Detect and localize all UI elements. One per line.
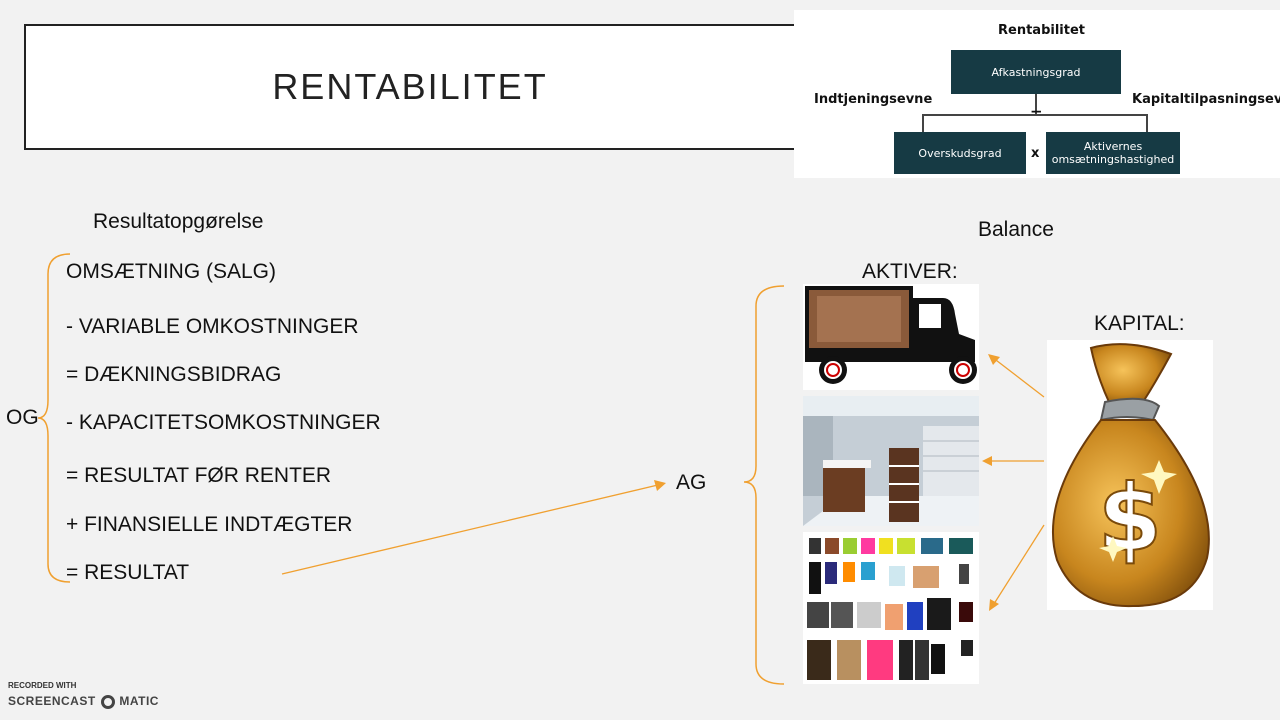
og-label: OG — [6, 406, 39, 429]
assets-label: AKTIVER: — [862, 260, 958, 283]
balance-heading: Balance — [978, 218, 1054, 241]
diagram-connector — [922, 114, 924, 134]
money-bag-icon: $ — [1051, 343, 1210, 608]
income-line: = DÆKNINGSBIDRAG — [66, 363, 282, 386]
watermark-brand: SCREENCAST MATIC — [8, 694, 159, 709]
truck-image — [803, 284, 979, 390]
watermark-recorded-with: RECORDED WITH — [8, 681, 77, 690]
slide-title: RENTABILITET — [272, 66, 548, 107]
diagram-left-label: Indtjeningsevne — [814, 92, 933, 107]
money-bag-image: $ — [1047, 340, 1213, 610]
diagram-right-box: Aktivernes omsætningshastighed — [1046, 132, 1180, 174]
svg-text:$: $ — [1098, 465, 1162, 572]
diagram-right-box-line2: omsætningshastighed — [1051, 153, 1175, 166]
diagram-right-label: Kapitaltilpasningsevne — [1132, 92, 1280, 107]
diagram-connector — [1146, 114, 1148, 134]
income-line: + FINANSIELLE INDTÆGTER — [66, 513, 353, 536]
income-line: - VARIABLE OMKOSTNINGER — [66, 315, 359, 338]
diagram-connector — [1035, 94, 1037, 114]
clothing-icon — [807, 538, 973, 680]
diagram-equals: = — [1030, 104, 1043, 122]
title-box: RENTABILITET — [24, 24, 796, 150]
diagram-times: x — [1031, 146, 1040, 161]
result-to-ag-arrow — [281, 480, 666, 575]
clothing-image — [803, 532, 979, 684]
income-line: = RESULTAT — [66, 561, 190, 584]
diagram-center-box: Afkastningsgrad — [951, 50, 1121, 94]
assets-brace — [743, 285, 785, 685]
store-interior-image — [803, 396, 979, 526]
watermark-logo-icon — [100, 694, 115, 709]
rentabilitet-diagram: Rentabilitet Afkastningsgrad Indtjenings… — [794, 10, 1280, 178]
diagram-right-box-line1: Aktivernes — [1083, 140, 1143, 153]
income-statement-brace — [37, 253, 71, 583]
truck-icon — [805, 286, 977, 384]
diagram-top-label: Rentabilitet — [998, 23, 1085, 38]
income-line: OMSÆTNING (SALG) — [66, 260, 277, 283]
income-line: = RESULTAT FØR RENTER — [66, 464, 332, 487]
watermark-brand-left: SCREENCAST — [8, 694, 96, 708]
diagram-connector — [922, 114, 1148, 116]
capital-arrows — [982, 354, 1045, 611]
income-statement-heading: Resultatopgørelse — [93, 210, 264, 233]
store-icon — [803, 396, 979, 526]
income-line: - KAPACITETSOMKOSTNINGER — [66, 411, 381, 434]
ag-label: AG — [676, 471, 707, 494]
diagram-left-box: Overskudsgrad — [894, 132, 1026, 174]
capital-label: KAPITAL: — [1094, 312, 1185, 335]
watermark-brand-right: MATIC — [119, 694, 159, 708]
